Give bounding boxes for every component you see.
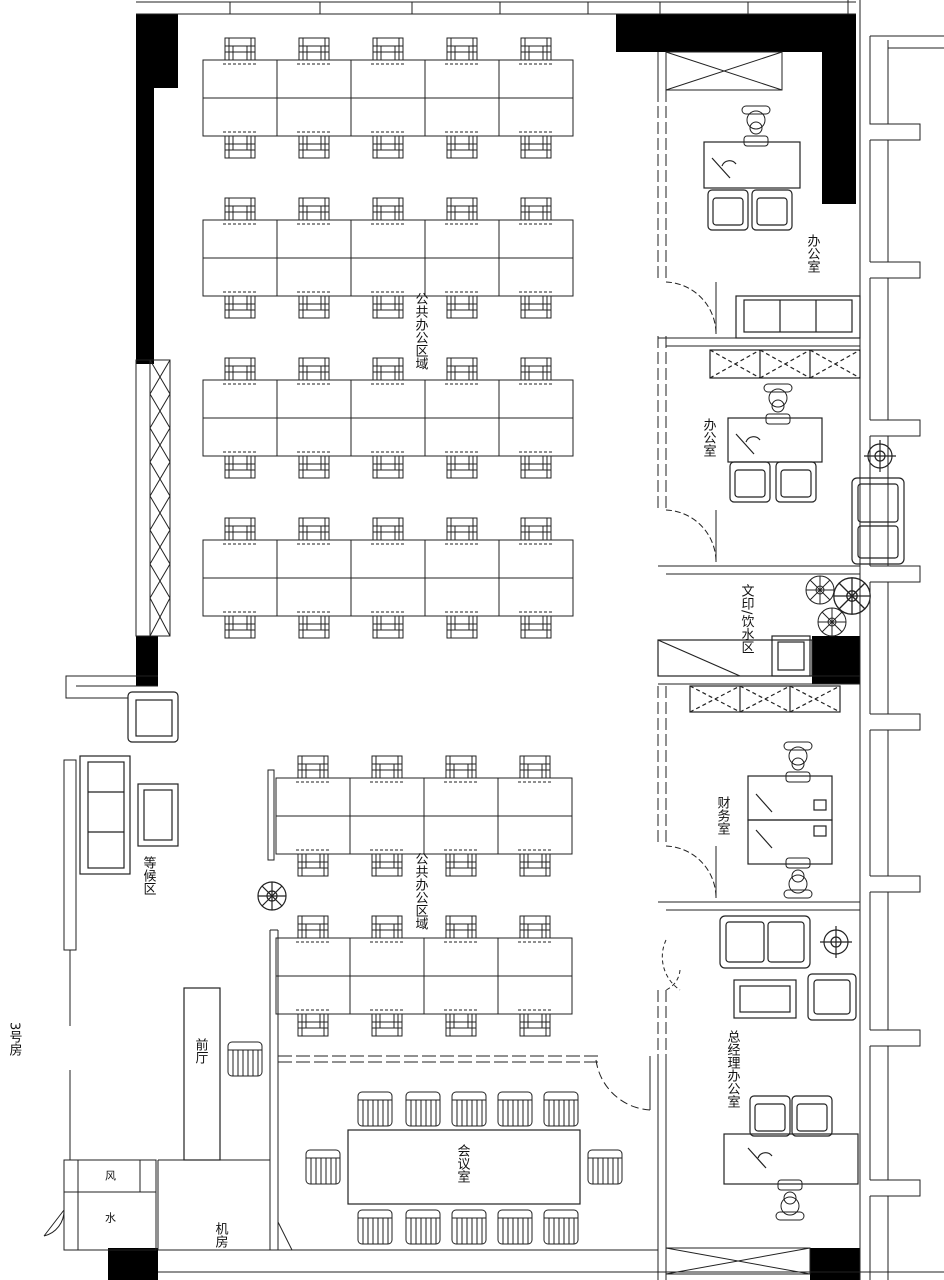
office-2-furniture — [727, 383, 905, 565]
desk-chair — [519, 915, 551, 939]
public-workstations — [202, 37, 574, 1037]
meeting-chair — [497, 1091, 533, 1127]
meeting-chair — [357, 1209, 393, 1245]
desk-chair — [371, 755, 403, 779]
desk-chair — [520, 135, 552, 159]
print-area-furniture — [657, 575, 871, 713]
label-machine-room: 机房 — [213, 1222, 229, 1248]
meeting-chair — [451, 1091, 487, 1127]
desk-chair — [371, 915, 403, 939]
desk-chair — [520, 357, 552, 381]
desk-chair — [371, 1013, 403, 1037]
desk-chair — [445, 755, 477, 779]
desk-chair — [446, 135, 478, 159]
desk-chair — [372, 295, 404, 319]
desk-chair — [372, 357, 404, 381]
desk-chair — [445, 1013, 477, 1037]
desk-chair — [224, 197, 256, 221]
desk-chair — [224, 357, 256, 381]
meeting-chair — [543, 1209, 579, 1245]
label-waiting: 等候区 — [141, 855, 157, 895]
desk-chair — [446, 615, 478, 639]
label-meeting: 会议室 — [455, 1144, 471, 1183]
meeting-chair — [451, 1209, 487, 1245]
right-facade — [859, 14, 944, 1280]
desk-chair — [446, 197, 478, 221]
waiting-furniture — [79, 691, 287, 911]
desk-chair — [298, 615, 330, 639]
desk-chair — [372, 37, 404, 61]
desk-chair — [519, 755, 551, 779]
desk-chair — [298, 37, 330, 61]
label-reception: 前厅 — [193, 1037, 209, 1064]
desk-chair — [446, 295, 478, 319]
desk-chair — [372, 197, 404, 221]
desk-chair — [445, 915, 477, 939]
desk-chair — [298, 295, 330, 319]
desk-chair — [446, 357, 478, 381]
left-wall — [43, 359, 171, 1251]
label-office-1: 办公室 — [805, 234, 821, 273]
desk-chair — [298, 517, 330, 541]
exterior-walls — [108, 14, 860, 1280]
label-print-area: 文印/饮水区 — [739, 584, 755, 654]
meeting-chair — [587, 1149, 623, 1185]
meeting-chair — [305, 1149, 341, 1185]
desk-chair — [224, 295, 256, 319]
desk-chair — [224, 615, 256, 639]
meeting-table — [347, 1129, 581, 1205]
label-office-2: 办公室 — [701, 418, 717, 457]
desk-chair — [520, 37, 552, 61]
desk-chair — [298, 197, 330, 221]
meeting-chair — [497, 1209, 533, 1245]
label-small-room-2: 水 — [104, 1212, 117, 1223]
label-small-room-1: 风 — [104, 1170, 117, 1181]
desk-chair — [372, 517, 404, 541]
desk-chair — [446, 517, 478, 541]
desk-chair — [371, 853, 403, 877]
desk-chair — [297, 1013, 329, 1037]
label-room-number: 3号房 — [7, 1022, 23, 1057]
desk-chair — [520, 615, 552, 639]
desk-chair — [224, 455, 256, 479]
desk-chair — [519, 1013, 551, 1037]
reception-desk — [183, 987, 263, 1161]
office-1-furniture — [703, 105, 861, 379]
label-public-area-2: 公共办公区域 — [413, 852, 429, 930]
finance-furniture — [747, 741, 833, 899]
top-window — [136, 0, 861, 15]
desk-chair — [298, 135, 330, 159]
desk-chair — [372, 135, 404, 159]
desk-chair — [372, 455, 404, 479]
desk-chair — [224, 37, 256, 61]
label-public-area-1: 公共办公区域 — [413, 292, 429, 370]
meeting-chair — [405, 1091, 441, 1127]
desk-chair — [520, 295, 552, 319]
desk-chair — [297, 755, 329, 779]
desk-chair — [520, 517, 552, 541]
desk-chair — [372, 615, 404, 639]
desk-chair — [298, 357, 330, 381]
desk-chair — [519, 853, 551, 877]
label-gm-office: 总经理办公室 — [725, 1030, 741, 1108]
meeting-chair — [357, 1091, 393, 1127]
meeting-chair — [405, 1209, 441, 1245]
desk-chair — [520, 455, 552, 479]
desk-chair — [445, 853, 477, 877]
desk-chair — [298, 455, 330, 479]
desk-chair — [446, 455, 478, 479]
label-finance: 财务室 — [715, 796, 731, 835]
desk-chair — [520, 197, 552, 221]
desk-chair — [297, 915, 329, 939]
meeting-chair — [543, 1091, 579, 1127]
desk-chair — [297, 853, 329, 877]
desk-chair — [224, 517, 256, 541]
desk-chair — [446, 37, 478, 61]
gm-office-furniture — [719, 915, 859, 1221]
desk-chair — [224, 135, 256, 159]
